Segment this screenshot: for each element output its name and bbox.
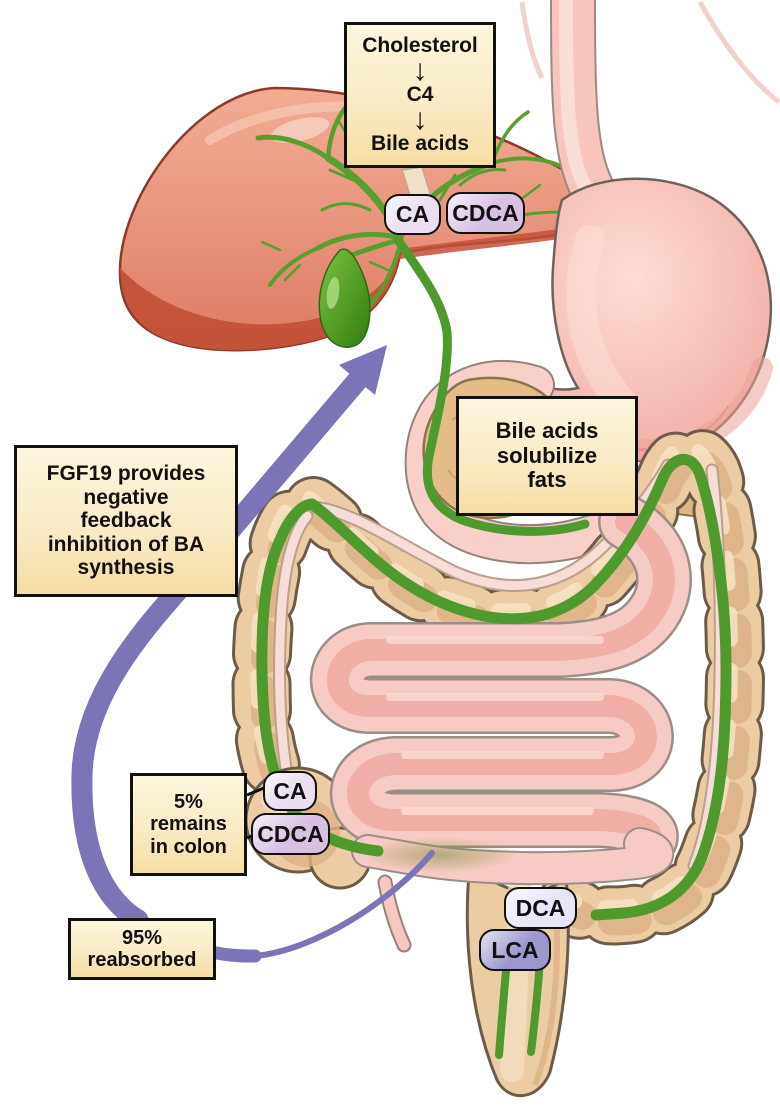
fgf19-box: FGF19 provides negative feedback inhibit… xyxy=(14,445,238,597)
colon-bile-path xyxy=(256,453,732,915)
down-arrow-icon: ↓ xyxy=(412,53,428,87)
pill-ca-colon: CA xyxy=(263,771,317,811)
pill-cdca-colon: CDCA xyxy=(251,813,330,855)
feedback-arrowhead xyxy=(339,345,387,395)
bile-smudge xyxy=(362,837,518,873)
solubilize-line: solubilize xyxy=(496,442,598,468)
remains-line: remains xyxy=(150,813,227,836)
down-arrow-icon: ↓ xyxy=(412,102,428,136)
pill-dca: DCA xyxy=(504,887,577,929)
body-contour-lines xyxy=(519,0,780,104)
fgf19-line: inhibition of BA xyxy=(47,532,205,556)
pill-ca-liver: CA xyxy=(384,194,441,235)
remains-box: 5% remains in colon xyxy=(130,773,247,876)
remains-line: 5% xyxy=(174,790,203,813)
esophagus xyxy=(550,0,619,219)
reabsorbed-line: reabsorbed xyxy=(87,949,197,971)
small-intestine xyxy=(309,494,692,886)
remains-line: in colon xyxy=(150,835,227,858)
synthesis-step-bile-acids: Bile acids xyxy=(370,132,470,156)
pill-lca: LCA xyxy=(479,929,551,971)
appendix xyxy=(377,874,412,953)
solubilize-line: Bile acids xyxy=(495,418,599,444)
synthesis-step-c4: C4 xyxy=(406,83,434,107)
solubilize-line: fats xyxy=(527,467,567,493)
gallbladder xyxy=(318,248,371,348)
bile-duct-arrow xyxy=(393,235,585,531)
fgf19-line: synthesis xyxy=(77,556,175,580)
reabsorbed-line: 95% xyxy=(121,926,163,949)
reabsorbed-box: 95% reabsorbed xyxy=(68,918,216,980)
synthesis-step-cholesterol: Cholesterol xyxy=(362,34,478,58)
fgf19-line: FGF19 provides xyxy=(46,462,206,486)
fgf19-line: negative xyxy=(83,485,169,509)
pill-cdca-liver: CDCA xyxy=(446,192,525,234)
synthesis-box: Cholesterol ↓ C4 ↓ Bile acids xyxy=(344,22,496,168)
solubilize-box: Bile acids solubilize fats xyxy=(456,396,638,516)
fgf19-line: feedback xyxy=(80,509,172,533)
